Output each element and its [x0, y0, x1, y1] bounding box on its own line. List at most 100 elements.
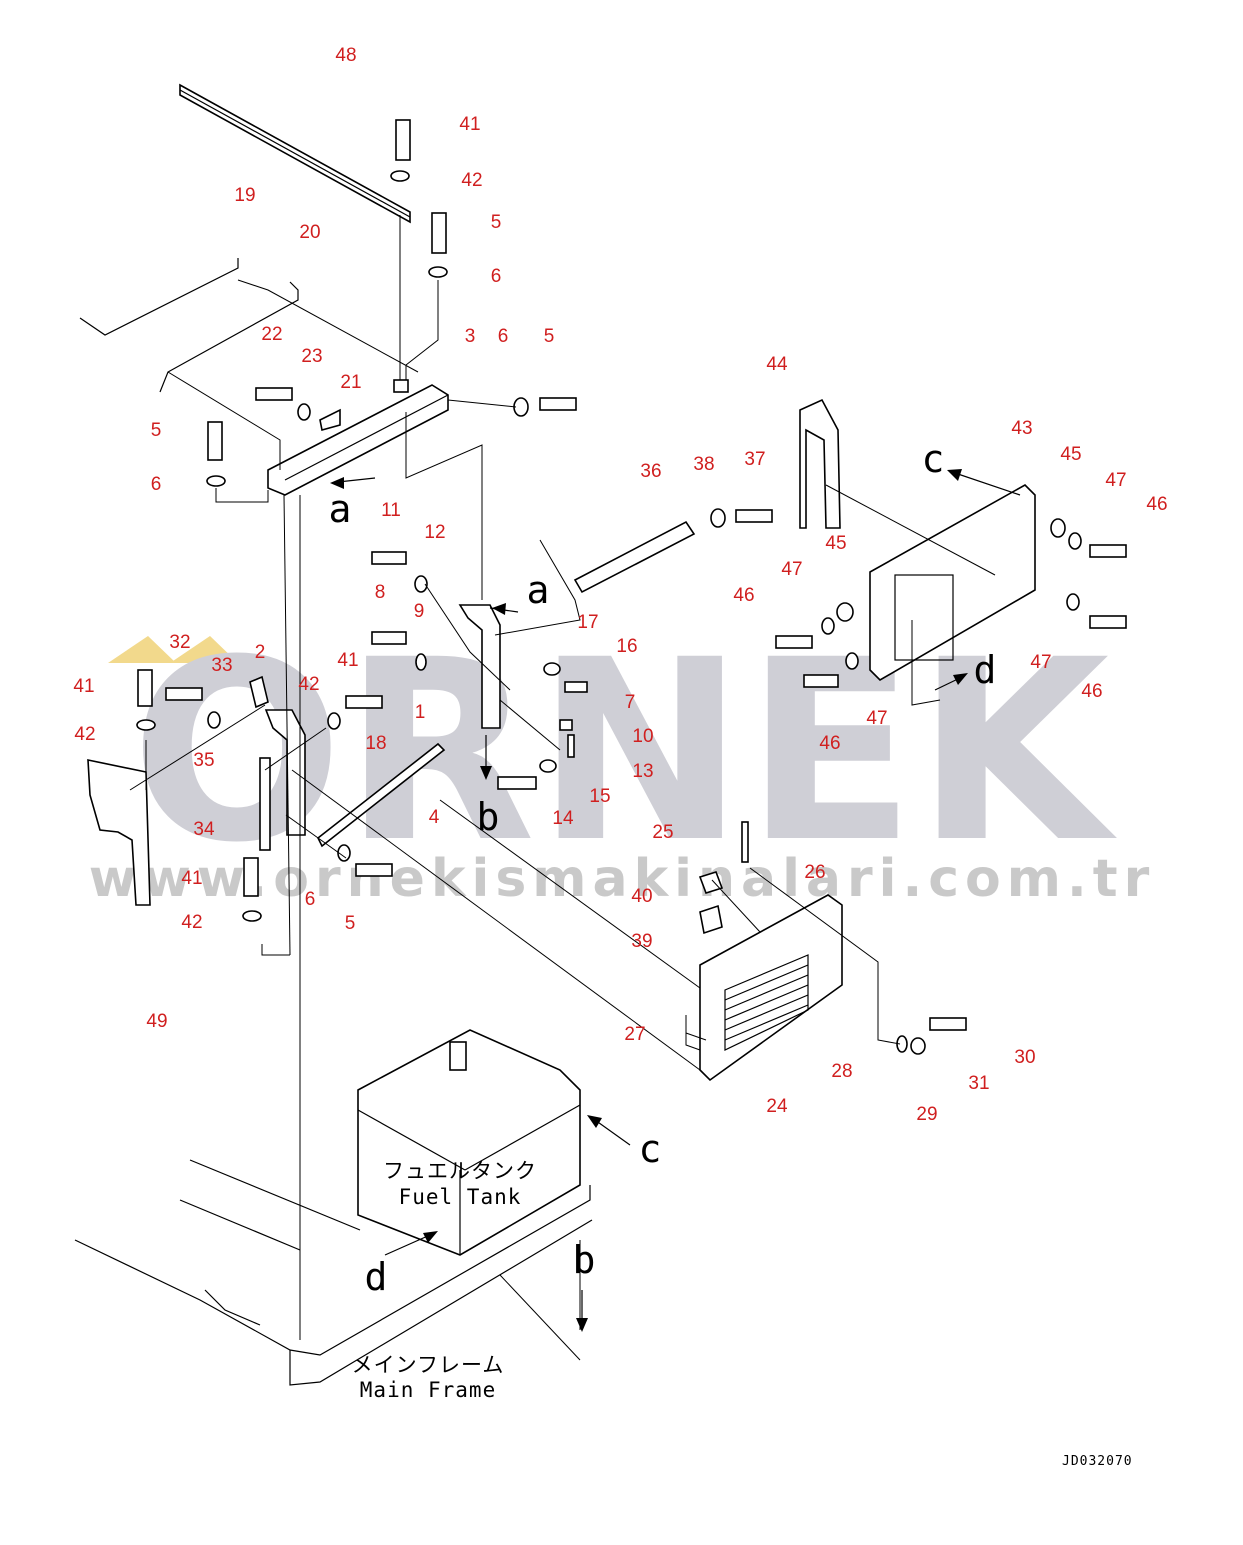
main-frame	[74, 1159, 593, 1386]
part-34-35	[249, 675, 271, 851]
callout-4: 4	[429, 807, 440, 828]
callout-41-d: 41	[181, 868, 202, 889]
callout-13: 13	[632, 761, 653, 782]
callout-14: 14	[552, 808, 574, 829]
view-marker-c-1: c	[922, 437, 945, 481]
callout-20: 20	[299, 222, 320, 243]
callout-44: 44	[766, 354, 788, 375]
part-3-upper-bracket	[267, 379, 449, 496]
callout-23: 23	[301, 346, 322, 367]
callout-19: 19	[234, 185, 255, 206]
callout-31: 31	[968, 1073, 989, 1094]
view-marker-b-2: b	[573, 1238, 596, 1282]
callout-46-c: 46	[1081, 681, 1102, 702]
callout-22: 22	[261, 324, 282, 345]
main-frame-label-jp: メインフレーム	[352, 1353, 505, 1377]
part-48-rail	[179, 83, 411, 224]
callout-12: 12	[424, 522, 445, 543]
callout-42-a: 42	[461, 170, 482, 191]
watermark-accent-right	[170, 636, 238, 663]
callout-32: 32	[169, 632, 190, 653]
callout-5-d: 5	[345, 913, 356, 934]
callout-45-a: 45	[1060, 444, 1081, 465]
callout-25: 25	[652, 822, 673, 843]
callout-26: 26	[804, 862, 825, 883]
callout-1: 1	[415, 702, 426, 723]
callout-29: 29	[916, 1104, 937, 1125]
callout-43: 43	[1011, 418, 1032, 439]
callout-33: 33	[211, 655, 232, 676]
assembly-lines	[129, 215, 996, 1361]
callout-41-c: 41	[73, 676, 94, 697]
fasteners	[136, 119, 1127, 1055]
part-24-door	[698, 821, 843, 1082]
callout-46-b: 46	[733, 585, 754, 606]
view-marker-a-1: a	[329, 487, 352, 531]
callout-47-a: 47	[1105, 470, 1126, 491]
callout-27: 27	[624, 1024, 645, 1045]
view-marker-a-2: a	[527, 568, 550, 612]
callout-28: 28	[831, 1061, 852, 1082]
callout-6-b: 6	[498, 326, 509, 347]
callout-49: 49	[146, 1011, 167, 1032]
callout-46-a: 46	[1146, 494, 1167, 515]
view-marker-d-1: d	[974, 648, 997, 692]
callout-5-a: 5	[491, 212, 502, 233]
part-19-20-rods	[79, 258, 299, 393]
view-marker-d-2: d	[365, 1255, 388, 1299]
fuel-tank-label-en: Fuel Tank	[399, 1185, 522, 1209]
view-marker-b-1: b	[477, 795, 500, 839]
line-drawing	[74, 83, 1127, 1386]
part-4-rail	[316, 742, 446, 848]
part-36-tube	[573, 520, 696, 594]
callout-5-c: 5	[151, 420, 162, 441]
callout-45-b: 45	[825, 533, 846, 554]
callout-47-c: 47	[1030, 652, 1051, 673]
callout-41-a: 41	[459, 114, 480, 135]
callout-42-c: 42	[74, 724, 95, 745]
callout-37: 37	[744, 449, 765, 470]
callout-30: 30	[1014, 1047, 1035, 1068]
callout-5-b: 5	[544, 326, 555, 347]
watermark-accent-left	[108, 636, 176, 663]
callout-16: 16	[616, 636, 637, 657]
callout-6-a: 6	[491, 266, 502, 287]
watermark-url: www.ornekismakinalari.com.tr	[89, 849, 1155, 909]
callout-35: 35	[193, 750, 214, 771]
callout-7: 7	[625, 692, 636, 713]
callout-39: 39	[631, 931, 652, 952]
callout-11: 11	[381, 500, 401, 521]
callout-48: 48	[335, 45, 356, 66]
callout-15: 15	[589, 786, 610, 807]
callout-6-c: 6	[151, 474, 162, 495]
view-marker-c-2: c	[639, 1127, 662, 1171]
callout-47-d: 47	[866, 708, 887, 729]
callout-42-b: 42	[298, 674, 319, 695]
drawing-code: JD032070	[1062, 1454, 1133, 1469]
part-43-panel	[869, 484, 1036, 682]
callout-8: 8	[375, 582, 386, 603]
callout-numbers: 48 41 42 5 6 19 20 22 23 21 3 6 5 5 6 44…	[73, 45, 1167, 1125]
callout-9: 9	[414, 601, 425, 622]
fuel-tank	[357, 1029, 581, 1256]
callout-40: 40	[631, 886, 652, 907]
part-44-seal	[799, 398, 841, 529]
view-markers: a a b b c c d d	[329, 437, 997, 1299]
callout-46-d: 46	[819, 733, 840, 754]
callout-6-d: 6	[305, 889, 316, 910]
callout-38: 38	[693, 454, 714, 475]
callout-42-d: 42	[181, 912, 202, 933]
callout-36: 36	[640, 461, 661, 482]
fuel-tank-label-jp: フュエルタンク	[383, 1159, 537, 1183]
callout-17: 17	[577, 612, 598, 633]
callout-18: 18	[365, 733, 386, 754]
part-49-cover	[87, 759, 151, 906]
main-frame-label-en: Main Frame	[360, 1378, 496, 1402]
component-labels: フュエルタンク Fuel Tank メインフレーム Main Frame JD0…	[352, 1159, 1133, 1469]
view-arrows	[330, 469, 1021, 1332]
callout-24: 24	[766, 1096, 788, 1117]
callout-10: 10	[632, 726, 653, 747]
part-2-bracket	[264, 709, 306, 836]
callout-3: 3	[465, 326, 476, 347]
